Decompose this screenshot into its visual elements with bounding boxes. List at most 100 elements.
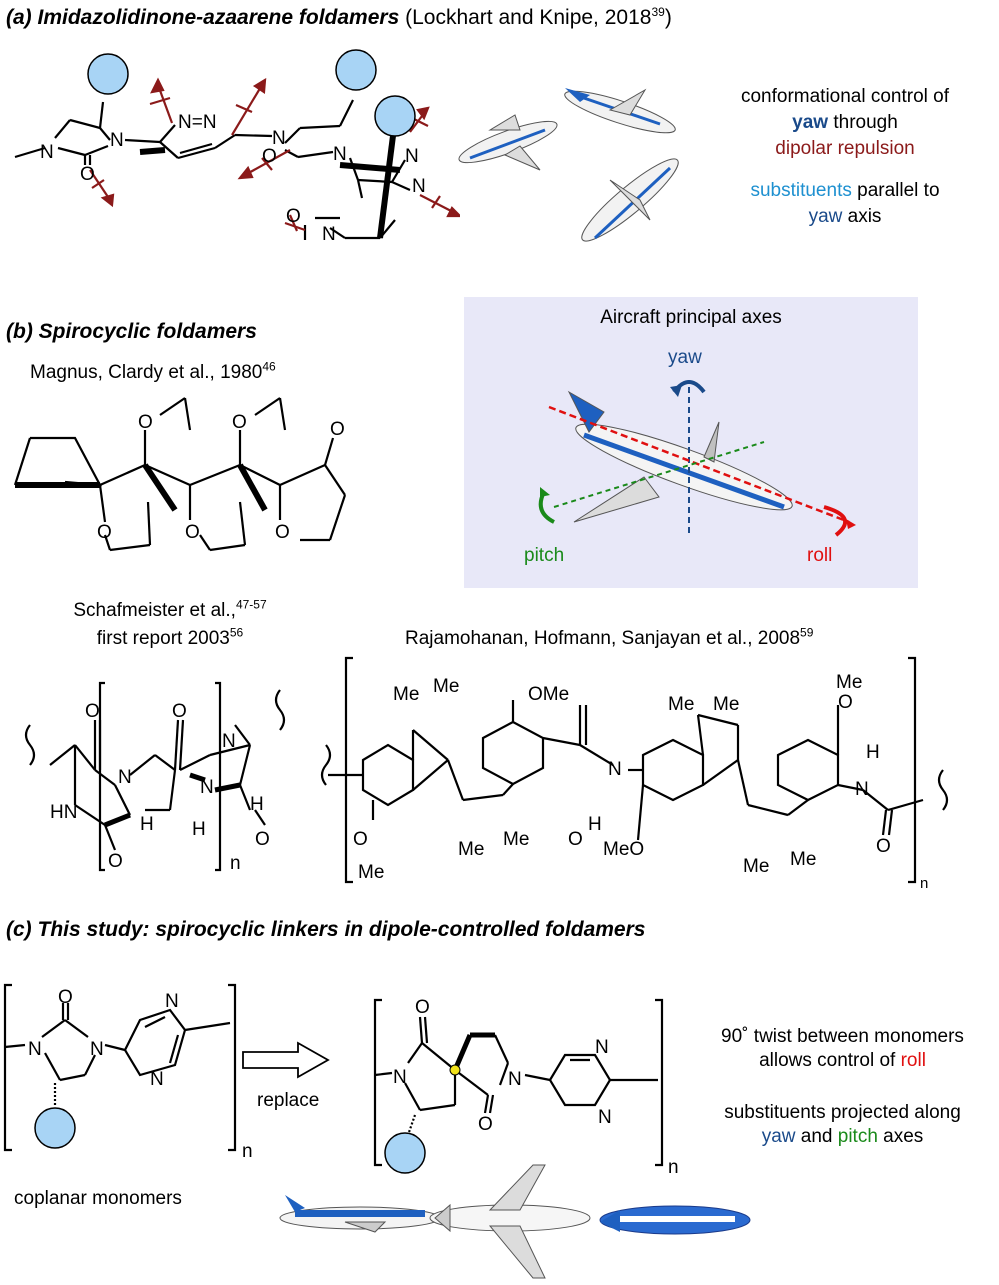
atom-label: H (250, 794, 264, 815)
atom-label: OMe (528, 684, 569, 705)
substituent-circle (34, 1107, 76, 1149)
note-axis: axis (842, 206, 882, 227)
atom-label: N (598, 1107, 612, 1128)
schaf2-ref: 56 (229, 625, 244, 640)
twist-roll: roll (900, 1050, 926, 1071)
panel-title: Aircraft principal axes (600, 307, 782, 328)
schaf-line1: Schafmeister et al.,47-57 (30, 597, 310, 622)
note-line4: substituents parallel to (705, 180, 985, 202)
atom-label: N (412, 176, 426, 197)
atom-label: O (255, 829, 270, 850)
note-dipolar: dipolar repulsion (775, 138, 915, 159)
note-parallel: parallel to (851, 180, 940, 201)
note-yaw2: yaw (808, 206, 843, 227)
replace-arrow-icon (242, 1041, 330, 1079)
atom-label: H (192, 819, 206, 840)
atom-label: Me (458, 839, 484, 860)
atom-label: N (150, 1069, 164, 1090)
aircraft-axes-panel: Aircraft principal axes yaw pitch roll (464, 297, 918, 588)
proj-line1: substituents projected along (724, 1102, 961, 1123)
atom-label: O (108, 851, 123, 872)
coplanar-monomer-structure: O N N N N n (3, 983, 253, 1162)
repeat-subscript: n (230, 853, 241, 874)
atom-label: O (838, 692, 853, 713)
section-c-heading: (c) This study: spirocyclic linkers in d… (6, 918, 645, 942)
section-a-heading: (a) Imidazolidinone-azaarene foldamers (… (6, 6, 672, 30)
atom-label: N (200, 777, 214, 798)
section-a-note: conformational control of yaw through di… (705, 86, 985, 228)
pitch-rotation-arrow (538, 491, 555, 524)
section-a-citation: (Lockhart and Knipe, 2018 (399, 6, 652, 29)
atom-label: N=N (178, 112, 217, 133)
atom-label: N (322, 224, 336, 245)
twist-allows: allows control of (759, 1050, 901, 1071)
section-a-close: ) (664, 6, 672, 29)
rajamohanan-citation: Rajamohanan, Hofmann, Sanjayan et al., 2… (405, 625, 814, 650)
atom-label: N (405, 146, 419, 167)
atom-label: O (876, 836, 891, 857)
airplane-icon (581, 158, 679, 242)
schaf2-text: first report 2003 (96, 628, 230, 649)
airplane-icon (564, 88, 676, 134)
atom-label: N (165, 991, 179, 1012)
spiro-center-marker (449, 1064, 461, 1076)
atom-label: N (28, 1039, 42, 1060)
section-a-ref: 39 (651, 5, 665, 19)
atom-label: O (275, 522, 290, 543)
note-line2: yaw through (705, 112, 985, 134)
pitch-axis (553, 441, 765, 508)
proj-pitch: pitch (837, 1126, 878, 1147)
atom-label: MeO (603, 839, 644, 860)
atom-label: N (393, 1067, 407, 1088)
atom-label: Me (393, 684, 419, 705)
atom-label: O (415, 997, 430, 1018)
substituent-circle (87, 53, 129, 95)
imidazolidinone-azaarene-structure: N N N=N N O O N N N O N (14, 49, 460, 245)
atom-label: H (588, 814, 602, 835)
atom-label: H (866, 742, 880, 763)
magnus-ref: 46 (262, 359, 276, 374)
atom-label: Me (433, 676, 459, 697)
spirocycle-magnus-structure: O O O O O O (13, 397, 347, 552)
note-through: through (828, 112, 898, 133)
atom-label: O (353, 829, 368, 850)
roll-rotation-arrow (823, 505, 848, 537)
coplanar-label: coplanar monomers (14, 1188, 182, 1209)
airplane-icon (458, 114, 558, 171)
atom-label: N (333, 144, 347, 165)
atom-label: N (608, 759, 622, 780)
yaw-label: yaw (668, 347, 702, 368)
replace-label: replace (257, 1090, 320, 1111)
substituent-circle (384, 1132, 426, 1174)
note-yaw: yaw (792, 112, 829, 133)
repeat-subscript: n (242, 1141, 253, 1162)
atom-label: N (508, 1069, 522, 1090)
repeat-subscript: n (920, 875, 928, 890)
substituent-circle (374, 95, 416, 137)
roll-label: roll (807, 545, 833, 566)
schaf-line2: first report 200356 (30, 625, 310, 650)
atom-label: Me (358, 862, 384, 883)
atom-label: O (286, 206, 301, 227)
section-c-label: (c) This study: spirocyclic linkers in d… (6, 918, 646, 941)
twist-line2: allows control of roll (690, 1050, 995, 1072)
atom-label: H (140, 814, 154, 835)
atom-label: N (855, 779, 869, 800)
airplane-yaw-illustration (458, 88, 679, 242)
raj-ref: 59 (800, 625, 814, 640)
airplane-icon (429, 1164, 591, 1279)
atom-label: O (172, 701, 187, 722)
airplane-icon (599, 1205, 751, 1235)
note-line5: yaw axis (705, 206, 985, 228)
proj-axes: axes (877, 1126, 924, 1147)
atom-label: O (138, 412, 153, 433)
atom-label: Me (790, 849, 816, 870)
airplane-icon (279, 1195, 441, 1233)
schaf-ref: 47-57 (235, 597, 267, 612)
twist-line1: 90˚ twist between monomers (721, 1026, 964, 1047)
atom-label: O (97, 522, 112, 543)
atom-label: N (272, 128, 286, 149)
note-line1: conformational control of (740, 86, 950, 107)
magnus-citation: Magnus, Clardy et al., 198046 (30, 359, 276, 384)
atom-label: N (40, 142, 54, 163)
